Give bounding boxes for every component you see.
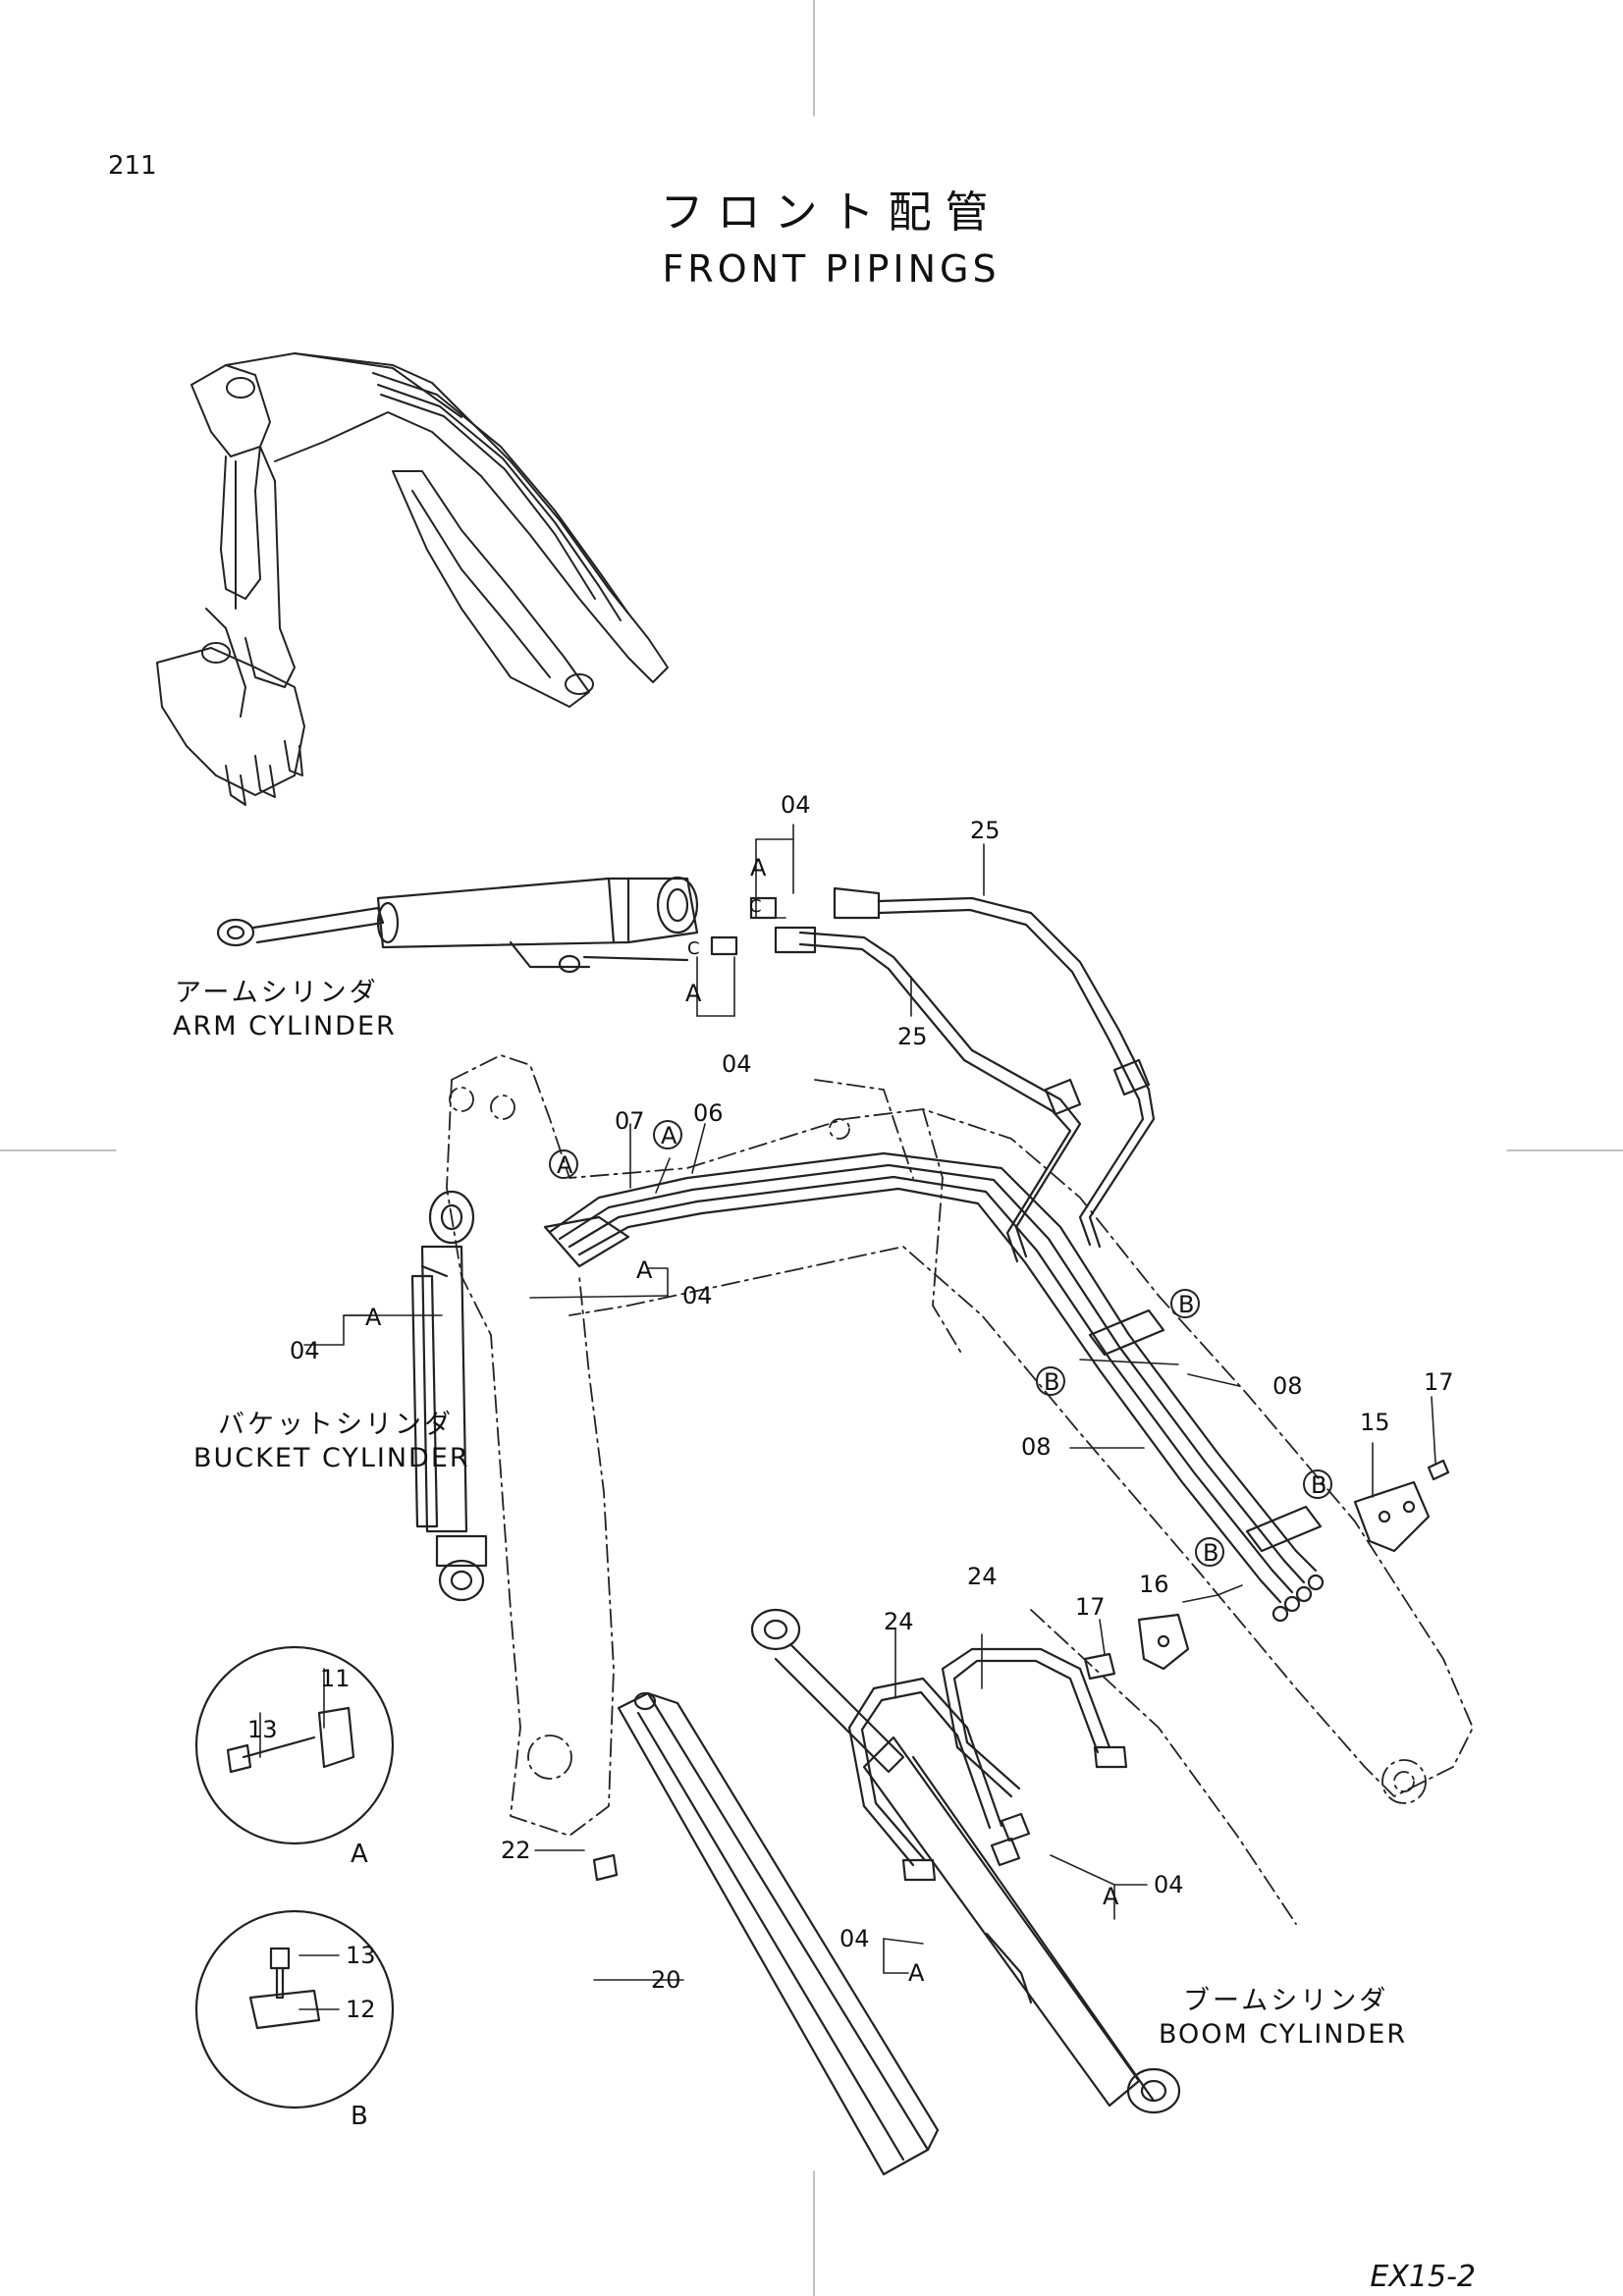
callout-04-bucket-left: 04: [290, 1337, 320, 1364]
callout-11: 11: [320, 1665, 351, 1692]
ref-mark-a-circled-right: A: [661, 1122, 677, 1149]
page-title-english: FRONT PIPINGS: [662, 247, 1001, 291]
boom-hose-bundle: [543, 1151, 1325, 1623]
callout-04-arm-low: 04: [722, 1050, 752, 1078]
callout-07: 07: [615, 1107, 645, 1135]
ref-mark-a-bucket-left: A: [365, 1304, 382, 1331]
callout-16: 16: [1139, 1571, 1169, 1598]
callout-24-right: 24: [967, 1563, 998, 1590]
callout-15: 15: [1360, 1409, 1390, 1436]
arm-cylinder-label-en: ARM CYLINDER: [173, 1011, 397, 1041]
callout-25-top: 25: [970, 817, 1001, 844]
callout-22: 22: [501, 1837, 531, 1864]
callout-04-boom-right: 04: [1154, 1871, 1184, 1898]
ref-mark-c-low: C: [687, 938, 700, 959]
boom-cylinder-drawing: [750, 1608, 1181, 2114]
ref-mark-b-lower-left: B: [1203, 1539, 1219, 1567]
boom-cover-drawing: [617, 1691, 940, 2176]
arm-cylinder-drawing: [216, 876, 699, 974]
bucket-cylinder-label-jp: バケットシリンダ: [218, 1410, 454, 1440]
callout-17-top: 17: [1424, 1368, 1454, 1396]
page-title-japanese: フロント配管: [660, 187, 1002, 238]
callout-08-right: 08: [1272, 1372, 1303, 1400]
ref-mark-c-top: C: [749, 896, 762, 917]
ref-mark-a-boom-right: A: [1103, 1883, 1119, 1910]
callout-17-mid: 17: [1075, 1593, 1106, 1621]
boom-cylinder-label-en: BOOM CYLINDER: [1159, 2019, 1408, 2050]
callout-08-left: 08: [1021, 1433, 1052, 1461]
callout-13-a: 13: [247, 1716, 278, 1743]
boom-arm-structure: [446, 1054, 1474, 1925]
bucket-cylinder-drawing: [410, 1190, 488, 1602]
arm-cylinder-hoses: [710, 886, 1156, 1263]
ref-circles: [549, 1120, 1332, 1567]
boom-cylinder-hoses: [847, 1647, 1128, 1882]
callout-04-top: 04: [781, 791, 811, 819]
ref-mark-b-upper-left: B: [1044, 1368, 1060, 1396]
boom-cylinder-label-jp: ブームシリンダ: [1183, 1986, 1389, 2016]
arm-cylinder-label-jp: アームシリンダ: [175, 978, 379, 1008]
detail-view-a-label: A: [351, 1840, 368, 1869]
leader-lines: [259, 824, 1436, 2010]
ref-mark-a-arm-low: A: [685, 980, 702, 1007]
ref-mark-a-bucket-right: A: [636, 1256, 653, 1284]
brackets-drawing: [592, 1459, 1450, 1882]
model-code: EX15-2: [1370, 2260, 1476, 2294]
ref-mark-a-circled-left: A: [557, 1151, 573, 1179]
detail-view-b-label: B: [351, 2102, 368, 2131]
callout-13-b: 13: [346, 1942, 376, 1969]
bucket-cylinder-label-en: BUCKET CYLINDER: [193, 1443, 470, 1473]
ref-mark-a-boom-left: A: [908, 1959, 925, 1987]
overview-excavator-drawing: [156, 352, 669, 806]
page-number: 211: [108, 151, 157, 181]
callout-04-boom-left: 04: [839, 1925, 870, 1952]
detail-view-circles: [194, 1645, 395, 2109]
ref-mark-b-upper-right: B: [1178, 1291, 1195, 1318]
ref-mark-a-arm-top: A: [750, 854, 767, 881]
callout-20: 20: [651, 1966, 681, 1994]
ref-mark-b-lower-right: B: [1311, 1471, 1327, 1499]
callout-06: 06: [693, 1099, 724, 1127]
callout-12: 12: [346, 1996, 376, 2023]
callout-04-bucket-right: 04: [682, 1282, 713, 1309]
callout-24-left: 24: [884, 1608, 914, 1635]
callout-25-mid: 25: [897, 1023, 928, 1050]
